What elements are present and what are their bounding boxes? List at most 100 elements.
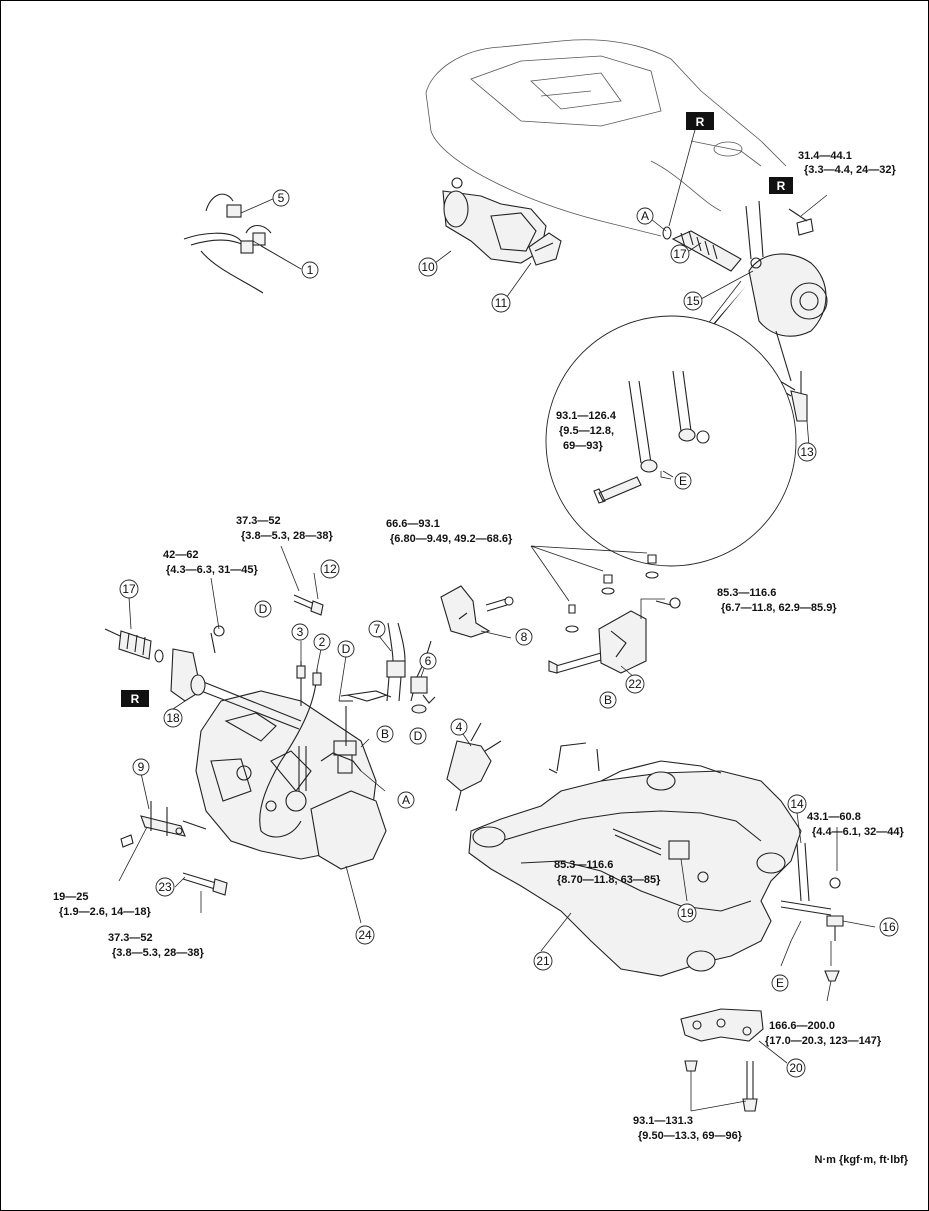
svg-text:B: B [604,693,612,707]
svg-text:166.6—200.0: 166.6—200.0 [769,1020,835,1032]
callout-6: 6 [419,652,437,670]
svg-text:{9.5—12.8,: {9.5—12.8, [559,425,614,437]
svg-text:14: 14 [790,797,804,811]
leader-lines [118,125,876,1112]
torque-units-label: N·m {kgf·m, ft·lbf} [815,1154,909,1166]
callout-8: 8 [515,628,533,646]
svg-text:23: 23 [158,880,172,894]
callout-2: 2 [313,633,331,651]
svg-text:9: 9 [138,760,145,774]
torque-nut-14: 43.1—60.8 {4.4—6.1, 32—44} [807,811,904,838]
torque-balljoint: 93.1—126.4 {9.5—12.8, 69—93} [556,410,617,452]
svg-text:1: 1 [307,263,314,277]
svg-text:3: 3 [297,625,304,639]
part-22-mount [548,554,681,674]
svg-text:{4.3—6.3, 31—45}: {4.3—6.3, 31—45} [166,564,258,576]
torque-bracket-nuts: 66.6—93.1 {6.80—9.49, 49.2—68.6} [386,518,513,545]
svg-text:D: D [342,642,351,656]
engine-ghost-outline [425,39,787,237]
svg-text:93.1—126.4: 93.1—126.4 [556,410,617,422]
svg-text:{3.8—5.3, 28—38}: {3.8—5.3, 28—38} [241,530,333,542]
svg-text:12: 12 [323,562,337,576]
callout-1: 1 [301,261,319,279]
callout-22: 22 [625,674,645,694]
part-18-intermediate-shaft [170,625,302,730]
svg-text:21: 21 [536,954,550,968]
svg-text:{4.4—6.1, 32—44}: {4.4—6.1, 32—44} [812,826,904,838]
callout-3: 3 [291,623,309,641]
letter-d-lower: D [409,727,427,745]
detail-circle-balljoint [545,280,797,567]
svg-text:{8.70—11.8, 63—85}: {8.70—11.8, 63—85} [557,874,661,886]
part-21-subframe [468,742,802,977]
svg-text:6: 6 [425,654,432,668]
r-mark-1: R [686,112,714,130]
letter-b-right: B [599,691,617,709]
callout-7: 7 [368,620,386,638]
svg-text:D: D [414,729,423,743]
torque-tie-rod-nut: 31.4—44.1 {3.3—4.4, 24—32} [798,150,896,176]
svg-text:42—62: 42—62 [163,549,198,561]
svg-text:18: 18 [166,711,180,725]
svg-text:B: B [381,727,389,741]
part-11-shield [528,232,562,266]
svg-text:43.1—60.8: 43.1—60.8 [807,811,861,823]
svg-text:22: 22 [628,677,642,691]
svg-text:5: 5 [278,191,285,205]
wiring-harness-2-3 [259,661,388,838]
svg-text:{17.0—20.3, 123—147}: {17.0—20.3, 123—147} [765,1035,882,1047]
part-17-driveshaft-lower [104,628,164,663]
svg-text:37.3—52: 37.3—52 [108,932,153,944]
svg-text:66.6—93.1: 66.6—93.1 [386,518,440,530]
svg-text:17: 17 [122,582,136,596]
torque-nut-22: 85.3—116.6 {6.7—11.8, 62.9—85.9} [717,587,837,614]
svg-text:{3.8—5.3, 28—38}: {3.8—5.3, 28—38} [112,947,204,959]
callout-20: 20 [786,1058,806,1078]
callout-9: 9 [132,758,150,776]
svg-text:R: R [131,692,140,706]
callout-21: 21 [533,951,553,971]
letter-d-left: D [254,600,272,618]
svg-text:69—93}: 69—93} [563,440,603,452]
svg-text:24: 24 [358,928,372,942]
callout-4: 4 [450,718,468,736]
torque-bolt-16: 166.6—200.0 {17.0—20.3, 123—147} [765,1020,882,1047]
svg-text:31.4—44.1: 31.4—44.1 [798,150,852,162]
part-4-bracket [446,722,502,812]
part-15-knuckle [745,200,828,382]
letter-a-lower: A [397,791,415,809]
svg-text:16: 16 [882,920,896,934]
svg-text:93.1—131.3: 93.1—131.3 [633,1115,693,1127]
torque-bolt-23: 37.3—52 {3.8—5.3, 28—38} [108,932,204,959]
svg-text:19—25: 19—25 [53,891,88,903]
svg-text:R: R [777,179,786,193]
svg-text:7: 7 [374,622,381,636]
part-8-bracket [440,585,514,638]
svg-text:2: 2 [319,635,326,649]
svg-text:E: E [679,474,687,488]
svg-text:{6.80—9.49, 49.2—68.6}: {6.80—9.49, 49.2—68.6} [390,533,513,545]
torque-bolt-12: 37.3—52 {3.8—5.3, 28—38} [236,515,333,542]
transaxle-assembly [195,690,387,870]
svg-text:20: 20 [789,1061,803,1075]
callout-10: 10 [418,257,438,277]
svg-text:A: A [641,209,649,223]
part-9-actuator [120,801,207,848]
letter-b-left: B [376,725,394,743]
torque-bolt-20: 93.1—131.3 {9.50—13.3, 69—96} [633,1115,743,1142]
svg-text:37.3—52: 37.3—52 [236,515,281,527]
callout-13: 13 [797,442,817,462]
svg-text:{3.3—4.4, 24—32}: {3.3—4.4, 24—32} [804,164,896,176]
parts-14-16-links [780,842,844,982]
torque-bolt-19: 85.3—116.6 {8.70—11.8, 63—85} [554,859,661,886]
svg-text:D: D [259,602,268,616]
svg-text:E: E [776,976,784,990]
svg-text:{1.9—2.6, 14—18}: {1.9—2.6, 14—18} [59,906,151,918]
svg-text:17: 17 [673,247,687,261]
callout-19: 19 [677,903,697,923]
callout-14: 14 [787,794,807,814]
letter-d-middle: D [337,640,355,658]
callout-23: 23 [155,877,175,897]
